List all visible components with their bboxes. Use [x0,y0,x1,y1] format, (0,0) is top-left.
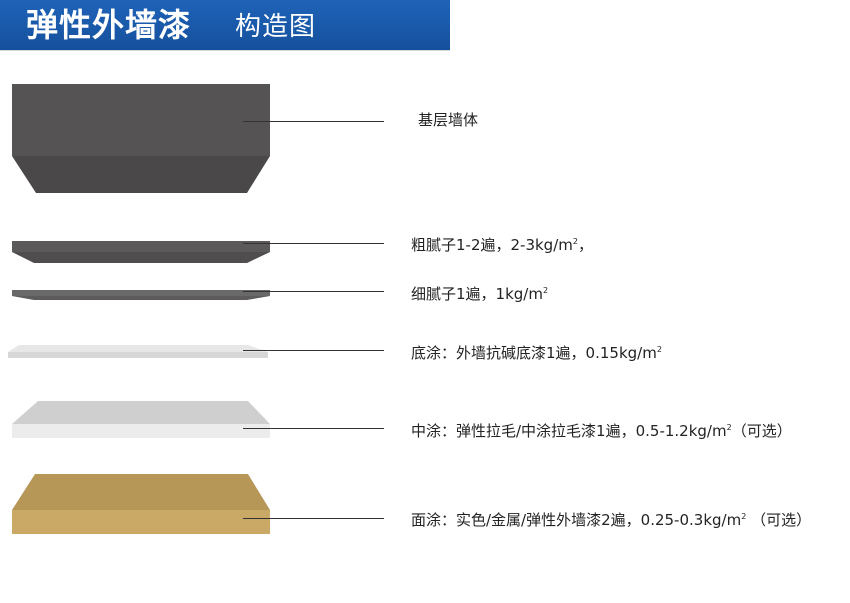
label-base-wall-text: 基层墙体 [418,111,479,129]
title-banner: 弹性外墙漆 构造图 [0,0,450,50]
primer-layer [8,345,268,358]
label-coarse-putty: 粗腻子1-2遍，2-3kg/m2， [411,233,593,254]
title-sub: 构造图 [235,12,317,42]
fine-putty-layer [12,290,270,300]
label-coarse-putty-text: 粗腻子1-2遍，2-3kg/m [411,236,573,254]
label-mid-coat: 中涂：弹性拉毛/中涂拉毛漆1遍，0.5-1.2kg/m2（可选） [411,419,792,440]
label-coarse-putty-suffix: ， [577,236,593,254]
coarse-putty-layer [12,241,270,263]
label-top-coat-suffix: （可选） [746,511,812,529]
label-fine-putty-superscript: 2 [542,286,549,295]
label-mid-coat-superscript: 2 [726,423,732,432]
leader-line-top-coat [243,518,384,519]
label-mid-coat-suffix: （可选） [731,422,792,440]
label-top-coat-superscript: 2 [741,512,747,521]
label-fine-putty-text: 细腻子1遍，1kg/m [411,285,543,303]
label-mid-coat-text: 中涂：弹性拉毛/中涂拉毛漆1遍，0.5-1.2kg/m [411,422,727,440]
label-coarse-putty-superscript: 2 [572,237,578,246]
label-fine-putty: 细腻子1遍，1kg/m2 [411,282,548,303]
top-coat-layer [12,474,270,534]
label-top-coat-text: 面涂：实色/金属/弹性外墙漆2遍，0.25-0.3kg/m [411,511,742,529]
leader-line-fine-putty [243,291,384,292]
label-primer-text: 底涂：外墙抗碱底漆1遍，0.15kg/m [411,344,657,362]
leader-line-primer [243,350,384,351]
leader-line-mid-coat [243,428,384,429]
label-top-coat: 面涂：实色/金属/弹性外墙漆2遍，0.25-0.3kg/m2 （可选） [411,508,811,529]
title-main: 弹性外墙漆 [26,6,192,44]
leader-line-coarse-putty [243,243,384,244]
mid-coat-layer [12,401,270,438]
base-wall-layer [12,84,270,193]
label-primer-superscript: 2 [656,345,662,354]
label-base-wall: 基层墙体 [418,111,478,129]
leader-line-base-wall [243,121,384,122]
label-primer: 底涂：外墙抗碱底漆1遍，0.15kg/m2 [411,341,662,362]
